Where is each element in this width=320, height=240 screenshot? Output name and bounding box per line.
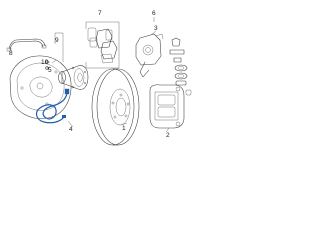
hub-bearing	[58, 65, 89, 90]
callout-9: 9	[55, 37, 59, 44]
callout-4: 4	[69, 126, 73, 133]
part-3-caliper	[135, 33, 164, 78]
callout-1: 1	[122, 125, 126, 132]
callout-3: 3	[154, 25, 158, 32]
callout-6: 6	[152, 10, 156, 17]
parts-diagram: 1 2 3 4 5 6 7 8 9 10	[0, 0, 200, 147]
part-10-bolts	[45, 60, 49, 70]
part-1-brake-disc	[91, 68, 140, 146]
callout-8: 8	[9, 50, 13, 57]
leader-lines	[46, 17, 170, 133]
callout-2: 2	[166, 132, 170, 139]
callout-10: 10	[41, 59, 49, 66]
part-7-pad-kit	[85, 21, 120, 69]
caliper-hardware	[169, 37, 192, 96]
brake-assembly-drawing: 1 2 3 4 5 6 7 8 9 10	[6, 10, 192, 146]
part-2-caliper-bracket	[149, 84, 185, 129]
part-4-wheel-speed-sensor	[35, 88, 70, 124]
part-8-hose	[6, 38, 47, 52]
callout-7: 7	[98, 10, 102, 17]
callout-5: 5	[48, 67, 52, 74]
